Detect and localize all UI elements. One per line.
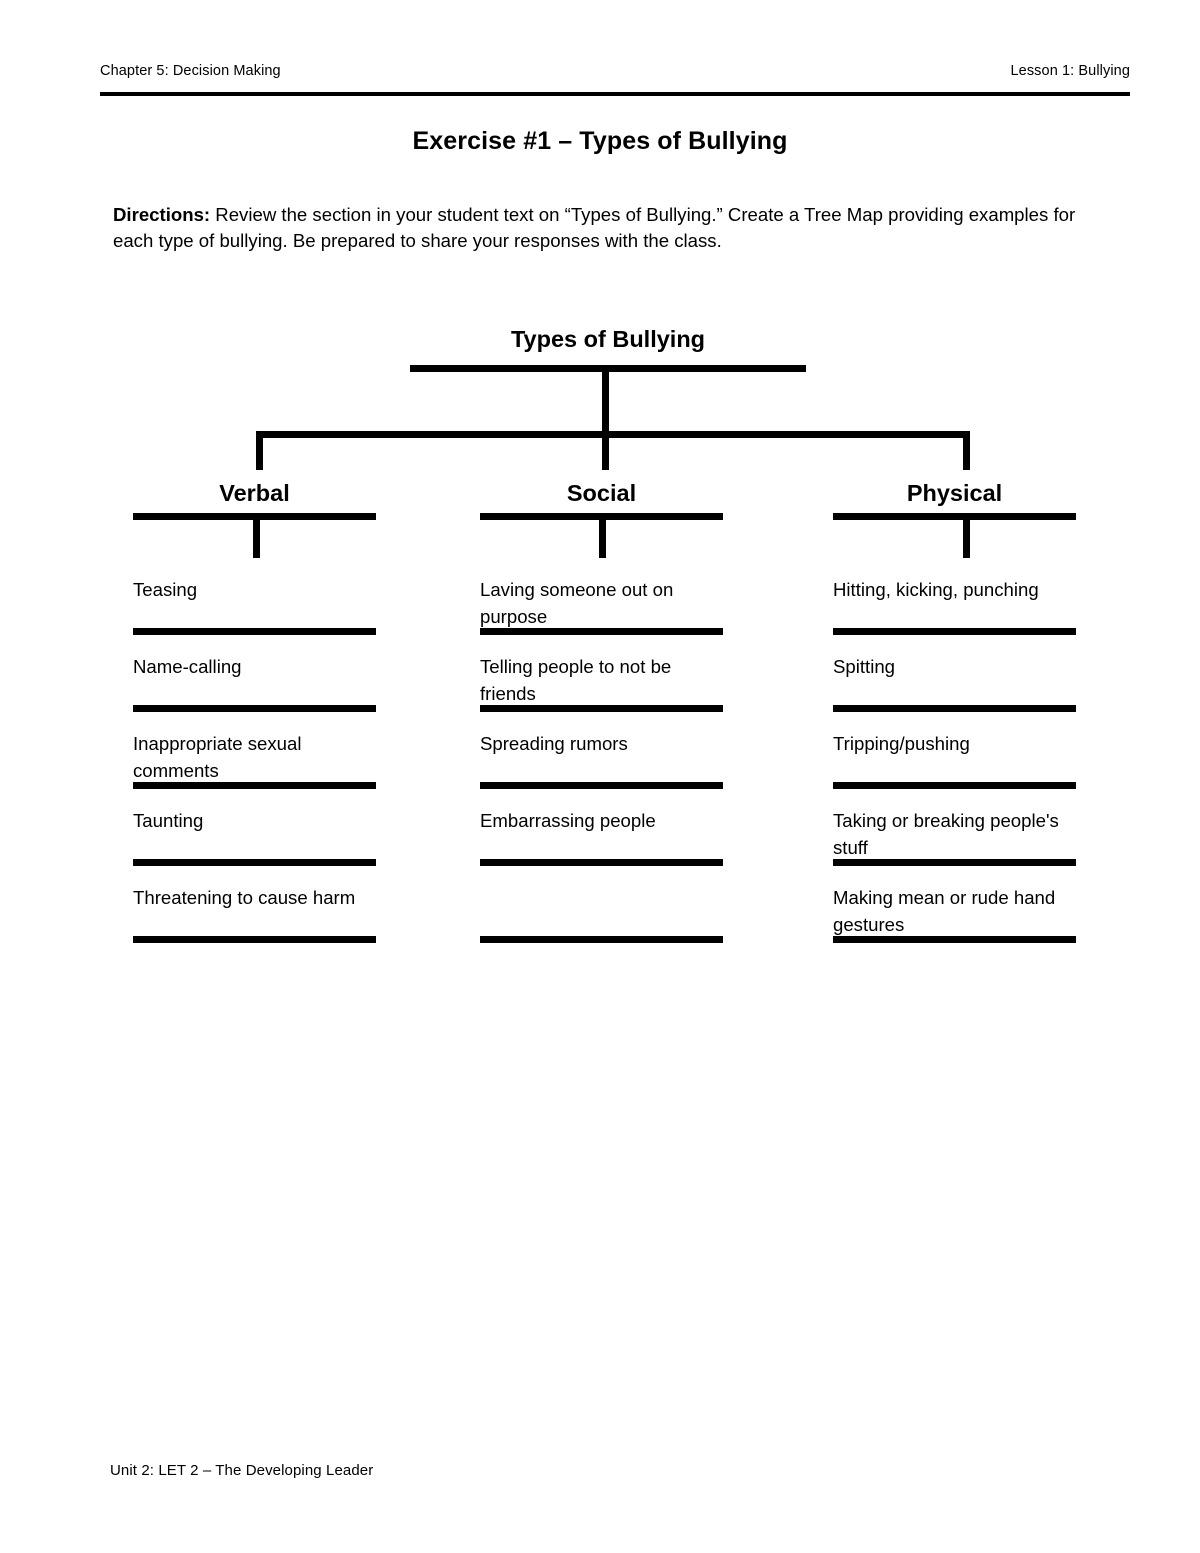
page-title: Exercise #1 – Types of Bullying: [412, 127, 788, 155]
tree-item[interactable]: Name-calling: [133, 654, 376, 731]
tree-column-bar: [133, 513, 376, 520]
header-divider-rule: [100, 92, 1130, 96]
tree-item-rule: [480, 628, 723, 635]
tree-item[interactable]: Taking or breaking people's stuff: [833, 808, 1076, 885]
tree-column-verbal: Verbal Teasing Name-calling Inappropriat…: [133, 476, 376, 943]
directions-body: Review the section in your student text …: [113, 203, 1076, 251]
tree-item[interactable]: Threatening to cause harm: [133, 885, 376, 962]
tree-column-stem: [253, 520, 260, 558]
tree-item-text: Making mean or rude hand gestures: [833, 887, 1056, 935]
tree-column-bar: [833, 513, 1076, 520]
tree-column-heading: Physical: [906, 480, 1003, 506]
tree-item-text: Spreading rumors: [480, 733, 628, 754]
tree-item-rule: [833, 859, 1076, 866]
tree-item-text: Telling people to not be friends: [480, 656, 672, 704]
tree-item[interactable]: Hitting, kicking, punching: [833, 577, 1076, 654]
tree-item-rule: [480, 705, 723, 712]
tree-item-rule: [833, 782, 1076, 789]
tree-item-rule: [480, 936, 723, 943]
tree-column-stem: [599, 520, 606, 558]
tree-item-text: Taunting: [133, 810, 204, 831]
tree-item-text: Name-calling: [133, 656, 242, 677]
tree-item-text: Tripping/pushing: [833, 733, 970, 754]
tree-item-text: Teasing: [133, 579, 198, 600]
header-lesson-label: Lesson 1: Bullying: [1010, 63, 1130, 79]
tree-root-stem: [602, 365, 609, 435]
tree-item-rule: [833, 705, 1076, 712]
tree-column-heading: Social: [566, 480, 637, 506]
directions-label: Directions:: [113, 203, 211, 225]
tree-column-items: Laving someone out on purpose Telling pe…: [480, 577, 723, 962]
tree-distribution-bar: [256, 431, 970, 438]
tree-item-rule: [480, 782, 723, 789]
tree-branch-drop-verbal: [256, 431, 263, 470]
tree-item-rule: [133, 705, 376, 712]
tree-item[interactable]: Spreading rumors: [480, 731, 723, 808]
tree-item[interactable]: Taunting: [133, 808, 376, 885]
tree-item-rule: [133, 628, 376, 635]
tree-item-text: Threatening to cause harm: [133, 887, 356, 908]
tree-item[interactable]: Spitting: [833, 654, 1076, 731]
tree-item[interactable]: Inappropriate sexual comments: [133, 731, 376, 808]
tree-item-text: Inappropriate sexual comments: [133, 733, 302, 781]
header-chapter-label: Chapter 5: Decision Making: [100, 63, 281, 79]
tree-column-items: Hitting, kicking, punching Spitting Trip…: [833, 577, 1076, 962]
tree-item-rule: [480, 859, 723, 866]
tree-column-heading: Verbal: [219, 480, 290, 506]
tree-column-items: Teasing Name-calling Inappropriate sexua…: [133, 577, 376, 962]
tree-root-label: Types of Bullying: [510, 326, 706, 352]
running-header: Chapter 5: Decision Making Lesson 1: Bul…: [100, 63, 1130, 80]
tree-item-rule: [133, 936, 376, 943]
tree-item-text: Laving someone out on purpose: [480, 579, 674, 627]
tree-item-text: Hitting, kicking, punching: [833, 579, 1039, 600]
tree-column-physical: Physical Hitting, kicking, punching Spit…: [833, 476, 1076, 943]
tree-item[interactable]: Laving someone out on purpose: [480, 577, 723, 654]
page-footer: Unit 2: LET 2 – The Developing Leader: [110, 1462, 374, 1479]
tree-column-bar: [480, 513, 723, 520]
tree-branch-drop-social: [602, 431, 609, 470]
tree-item[interactable]: Embarrassing people: [480, 808, 723, 885]
tree-item[interactable]: [480, 885, 723, 962]
tree-item-text: Embarrassing people: [480, 810, 656, 831]
tree-item[interactable]: Telling people to not be friends: [480, 654, 723, 731]
tree-item[interactable]: Teasing: [133, 577, 376, 654]
tree-item-rule: [833, 628, 1076, 635]
tree-item-rule: [133, 859, 376, 866]
tree-item[interactable]: Tripping/pushing: [833, 731, 1076, 808]
tree-branch-drop-physical: [963, 431, 970, 470]
tree-item-text: Taking or breaking people's stuff: [833, 810, 1059, 858]
tree-column-social: Social Laving someone out on purpose Tel…: [480, 476, 723, 943]
tree-item-rule: [133, 782, 376, 789]
tree-column-stem: [963, 520, 970, 558]
tree-item-text: Spitting: [833, 656, 896, 677]
tree-item-rule: [833, 936, 1076, 943]
directions-paragraph: Directions: Review the section in your s…: [113, 202, 1113, 255]
tree-item[interactable]: Making mean or rude hand gestures: [833, 885, 1076, 962]
